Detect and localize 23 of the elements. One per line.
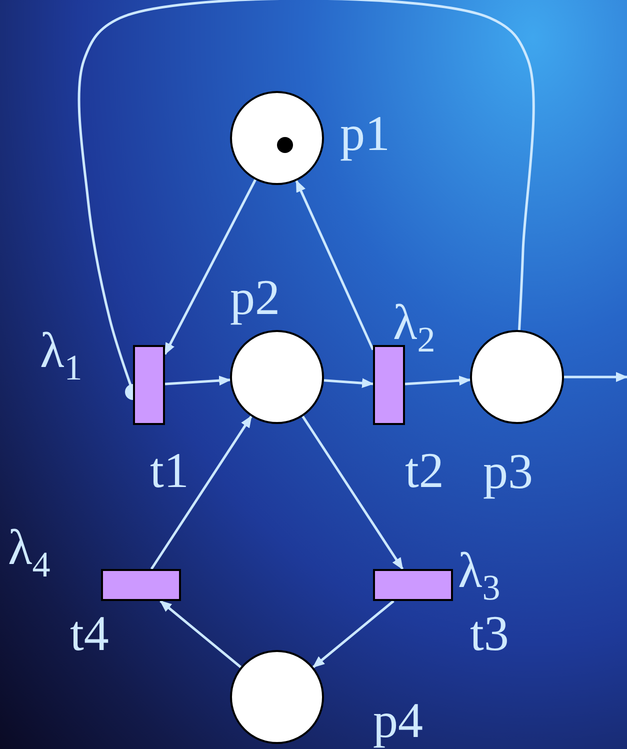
node-label: λ$_{1}$ (40, 325, 82, 386)
arc-arrow (324, 378, 374, 388)
node-label: t4 (70, 608, 109, 658)
transition-bar (373, 569, 453, 601)
node-label: λ$_{3}$ (458, 545, 500, 606)
node-label: t2 (405, 445, 444, 495)
node-label: λ$_{2}$ (393, 297, 436, 358)
arc-arrow (150, 416, 252, 570)
node-label: t1 (150, 445, 189, 495)
arc-arrow (564, 372, 627, 382)
transition-bar (373, 345, 405, 425)
arc-arrow (160, 600, 242, 668)
token-dot (276, 136, 292, 152)
arc-arrow (302, 416, 404, 570)
node-label: λ$_{4}$ (8, 522, 50, 583)
arc-arrow (164, 376, 232, 386)
node-label: t3 (470, 608, 509, 658)
transition-bar (101, 569, 181, 601)
transition-bar (133, 345, 165, 425)
arc-arrow (312, 600, 394, 668)
arc-arrow (164, 179, 256, 356)
arc-arrow (404, 376, 472, 386)
arc-arrow (295, 180, 374, 350)
